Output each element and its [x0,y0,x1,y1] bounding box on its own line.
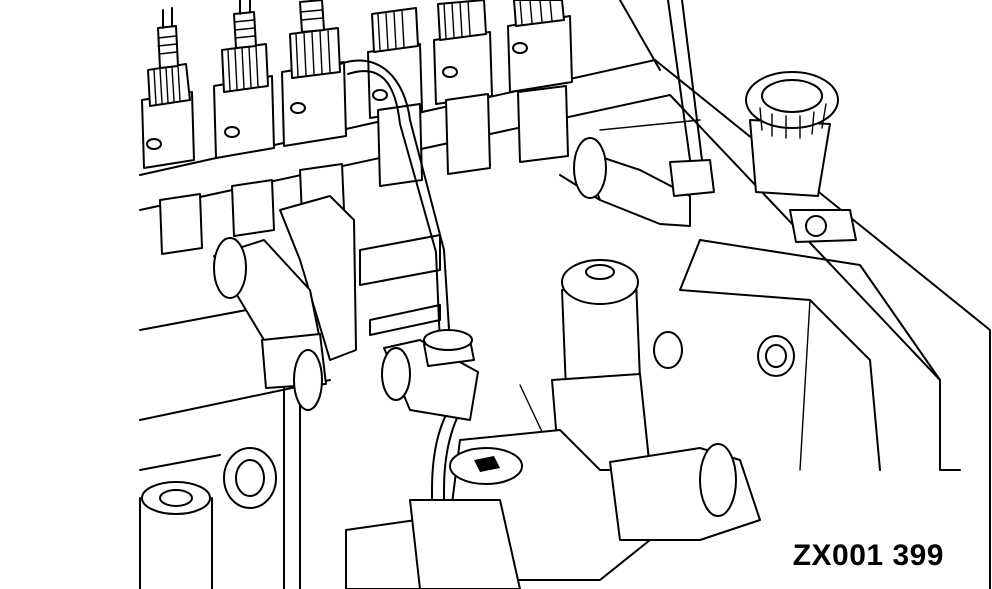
knurled-vent-cap [745,71,857,243]
delivery-valve-holder-6 [507,0,573,163]
delivery-valve-holder-3 [281,0,347,147]
delivery-valve-holder-2 [213,0,275,159]
fuel-pipe-elbow-left [213,195,357,589]
delivery-valve-holder-5 [433,0,493,175]
pump-housing [139,59,991,589]
delivery-valve-holder-1 [141,7,195,169]
fuel-pipe-elbow-right [573,0,715,227]
banjo-fitting-center [381,329,479,421]
priming-pump-cylinder [551,259,795,479]
lower-fuel-fittings [139,429,761,589]
figure-reference-code: ZX001 399 [792,539,944,572]
